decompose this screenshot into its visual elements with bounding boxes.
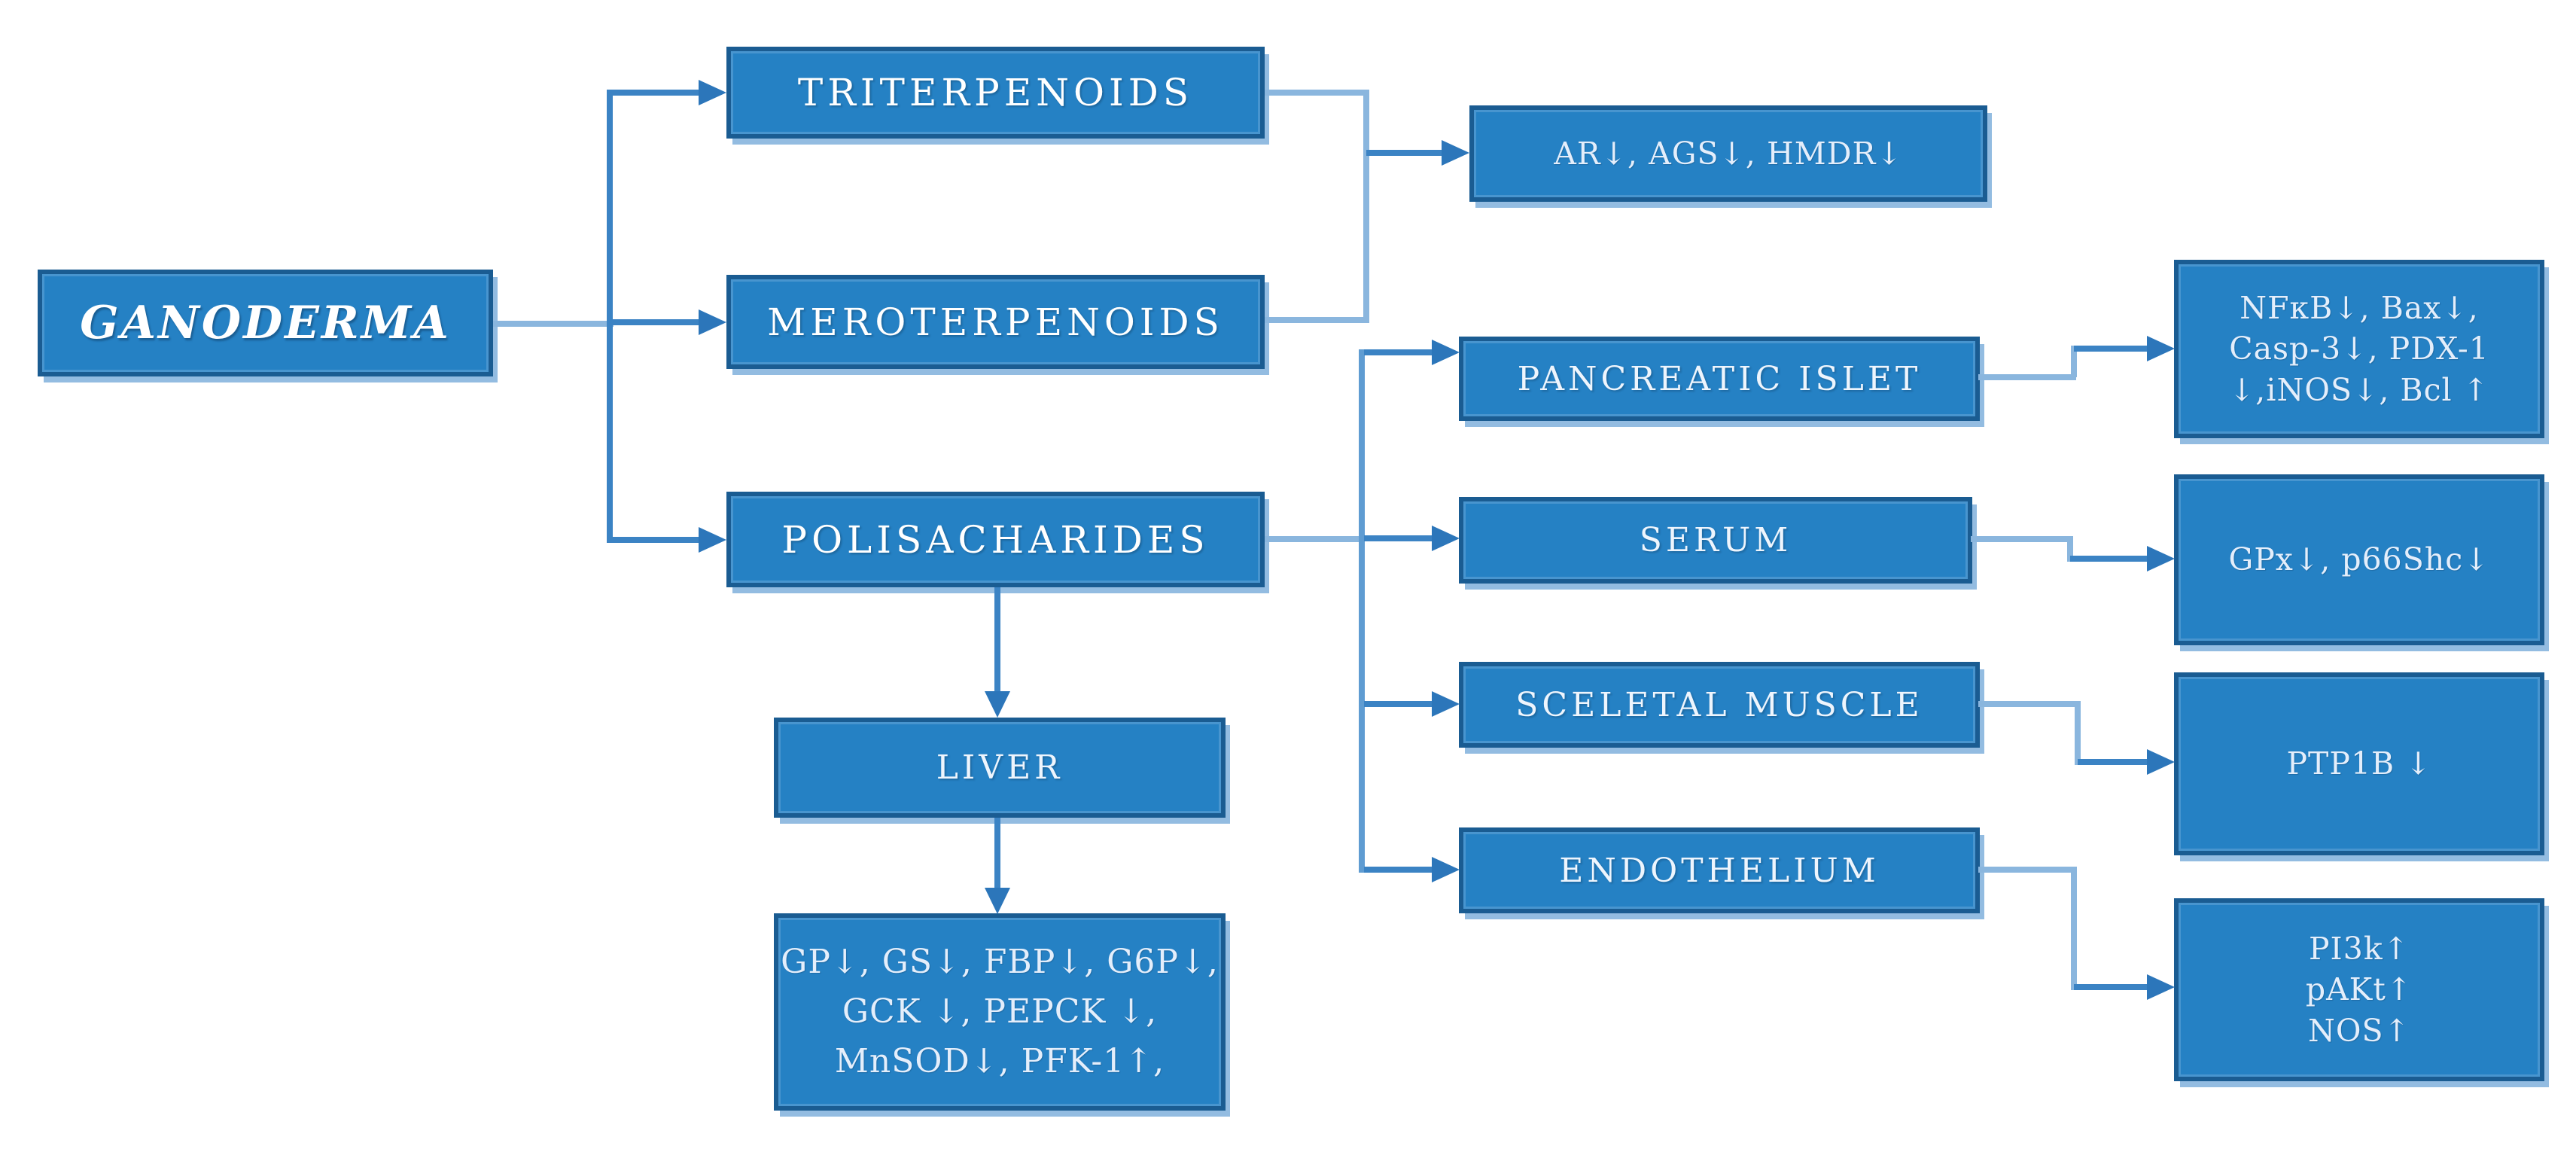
- node-triterpenoids-label: TRITERPENOIDS: [797, 71, 1194, 114]
- arrowhead-islet-effects-icon: [2147, 336, 2175, 361]
- node-serum-effects: GPx↓, p66Shc↓: [2174, 474, 2544, 645]
- connector-liver-to-effects: [994, 818, 1000, 889]
- node-endothelium: ENDOTHELIUM: [1459, 827, 1980, 913]
- islet-effects-line-3: ↓,iNOS↓, Bcl ↑: [2228, 371, 2490, 408]
- endothelium-effects-line-1: PI3k↑: [2308, 931, 2410, 968]
- connector-ganoderma-stem: [493, 321, 614, 327]
- muscle-effects-text: PTP1B ↓: [2286, 745, 2432, 782]
- node-meroterpenoids-label: MEROTERPENOIDS: [767, 300, 1224, 344]
- node-triterpenoids: TRITERPENOIDS: [726, 47, 1265, 139]
- node-pancreatic-islet-effects: NFκB↓, Bax↓, Casp-3↓, PDX-1 ↓,iNOS↓, Bcl…: [2174, 260, 2544, 438]
- node-ganoderma-label: GANODERMA: [80, 297, 451, 349]
- node-liver-label: LIVER: [936, 748, 1064, 787]
- islet-effects-line-1: NFκB↓, Bax↓,: [2240, 290, 2479, 327]
- connector-to-sceletal-muscle: [1364, 701, 1432, 707]
- liver-effects-line-1: GP↓, GS↓, FBP↓, G6P↓,: [781, 943, 1219, 981]
- node-liver: LIVER: [774, 718, 1226, 818]
- connector-muscle-out: [1978, 701, 2080, 707]
- connector-to-endothelium: [1364, 867, 1432, 873]
- arrowhead-endothelium-icon: [1432, 857, 1460, 882]
- connector-muscle-elbow: [2075, 701, 2081, 765]
- arrowhead-polisacharides-icon: [699, 527, 726, 553]
- connector-serum-out: [1971, 536, 2072, 542]
- node-sceletal-muscle-label: SCELETAL MUSCLE: [1515, 685, 1923, 724]
- node-pancreatic-islet: PANCREATIC ISLET: [1459, 337, 1980, 421]
- arrowhead-pancreatic-islet-icon: [1432, 340, 1460, 365]
- connector-serum-elbow: [2067, 536, 2073, 562]
- arrowhead-serum-icon: [1432, 526, 1460, 551]
- connector-polisacharides-to-liver: [994, 587, 1000, 693]
- liver-effects-line-2: GCK ↓, PEPCK ↓,: [842, 992, 1158, 1031]
- connector-meroterpenoids-out: [1265, 317, 1369, 323]
- node-polisacharides-label: POLISACHARIDES: [781, 517, 1210, 562]
- node-endothelium-label: ENDOTHELIUM: [1559, 851, 1880, 890]
- connector-islet-elbow: [2071, 346, 2077, 377]
- node-endothelium-effects: PI3k↑ pAKt↑ NOS↑: [2174, 898, 2544, 1081]
- serum-effects-text: GPx↓, p66Shc↓: [2228, 541, 2490, 578]
- connector-to-serum: [1364, 535, 1432, 541]
- connector-to-triterpenoids: [611, 90, 699, 96]
- node-pancreatic-islet-label: PANCREATIC ISLET: [1517, 359, 1922, 398]
- connector-to-endothelium-effects: [2074, 984, 2148, 990]
- connector-to-serum-effects: [2070, 556, 2148, 562]
- connector-triterpenoids-out: [1265, 90, 1369, 96]
- arrowhead-sceletal-muscle-icon: [1432, 691, 1460, 717]
- node-serum: SERUM: [1459, 497, 1972, 584]
- arrowhead-meroterpenoids-icon: [699, 309, 726, 335]
- connector-tissue-trunk: [1359, 349, 1365, 873]
- connector-to-meroterpenoids: [611, 319, 699, 325]
- node-polisacharides: POLISACHARIDES: [726, 492, 1265, 587]
- endothelium-effects-line-3: NOS↑: [2308, 1012, 2410, 1049]
- node-sceletal-muscle-effects: PTP1B ↓: [2174, 672, 2544, 855]
- node-sceletal-muscle: SCELETAL MUSCLE: [1459, 662, 1980, 748]
- node-terpenoid-effects: AR↓, AGS↓, HMDR↓: [1469, 105, 1987, 202]
- arrowhead-endothelium-effects-icon: [2147, 974, 2175, 1000]
- islet-effects-line-2: Casp-3↓, PDX-1: [2229, 331, 2489, 367]
- liver-effects-line-3: MnSOD↓, PFK-1↑,: [834, 1042, 1165, 1080]
- endothelium-effects-line-2: pAKt↑: [2305, 971, 2413, 1008]
- connector-endothelium-out: [1978, 867, 2076, 873]
- connector-terpenoid-merge-trunk: [1363, 90, 1369, 323]
- arrowhead-serum-effects-icon: [2147, 546, 2175, 571]
- connector-endothelium-elbow: [2071, 867, 2077, 990]
- connector-to-muscle-effects: [2078, 759, 2148, 765]
- arrowhead-triterpenoids-icon: [699, 80, 726, 105]
- arrowhead-terpenoid-effects-icon: [1442, 140, 1469, 166]
- connector-ganoderma-trunk: [607, 90, 613, 543]
- connector-islet-out: [1978, 374, 2076, 380]
- connector-to-islet-effects: [2074, 346, 2148, 352]
- node-ganoderma: GANODERMA: [38, 270, 493, 376]
- connector-to-pancreatic-islet: [1364, 349, 1432, 355]
- connector-polisacharides-out: [1265, 536, 1364, 542]
- node-liver-effects: GP↓, GS↓, FBP↓, G6P↓, GCK ↓, PEPCK ↓, Mn…: [774, 913, 1226, 1111]
- node-meroterpenoids: MEROTERPENOIDS: [726, 275, 1265, 369]
- arrowhead-liver-effects-icon: [985, 888, 1010, 914]
- arrowhead-liver-icon: [985, 691, 1010, 718]
- terpenoid-effects-text: AR↓, AGS↓, HMDR↓: [1554, 135, 1903, 172]
- connector-to-polisacharides: [611, 537, 699, 543]
- connector-to-terpenoid-effects: [1366, 150, 1442, 156]
- arrowhead-muscle-effects-icon: [2147, 749, 2175, 775]
- node-serum-label: SERUM: [1639, 521, 1792, 559]
